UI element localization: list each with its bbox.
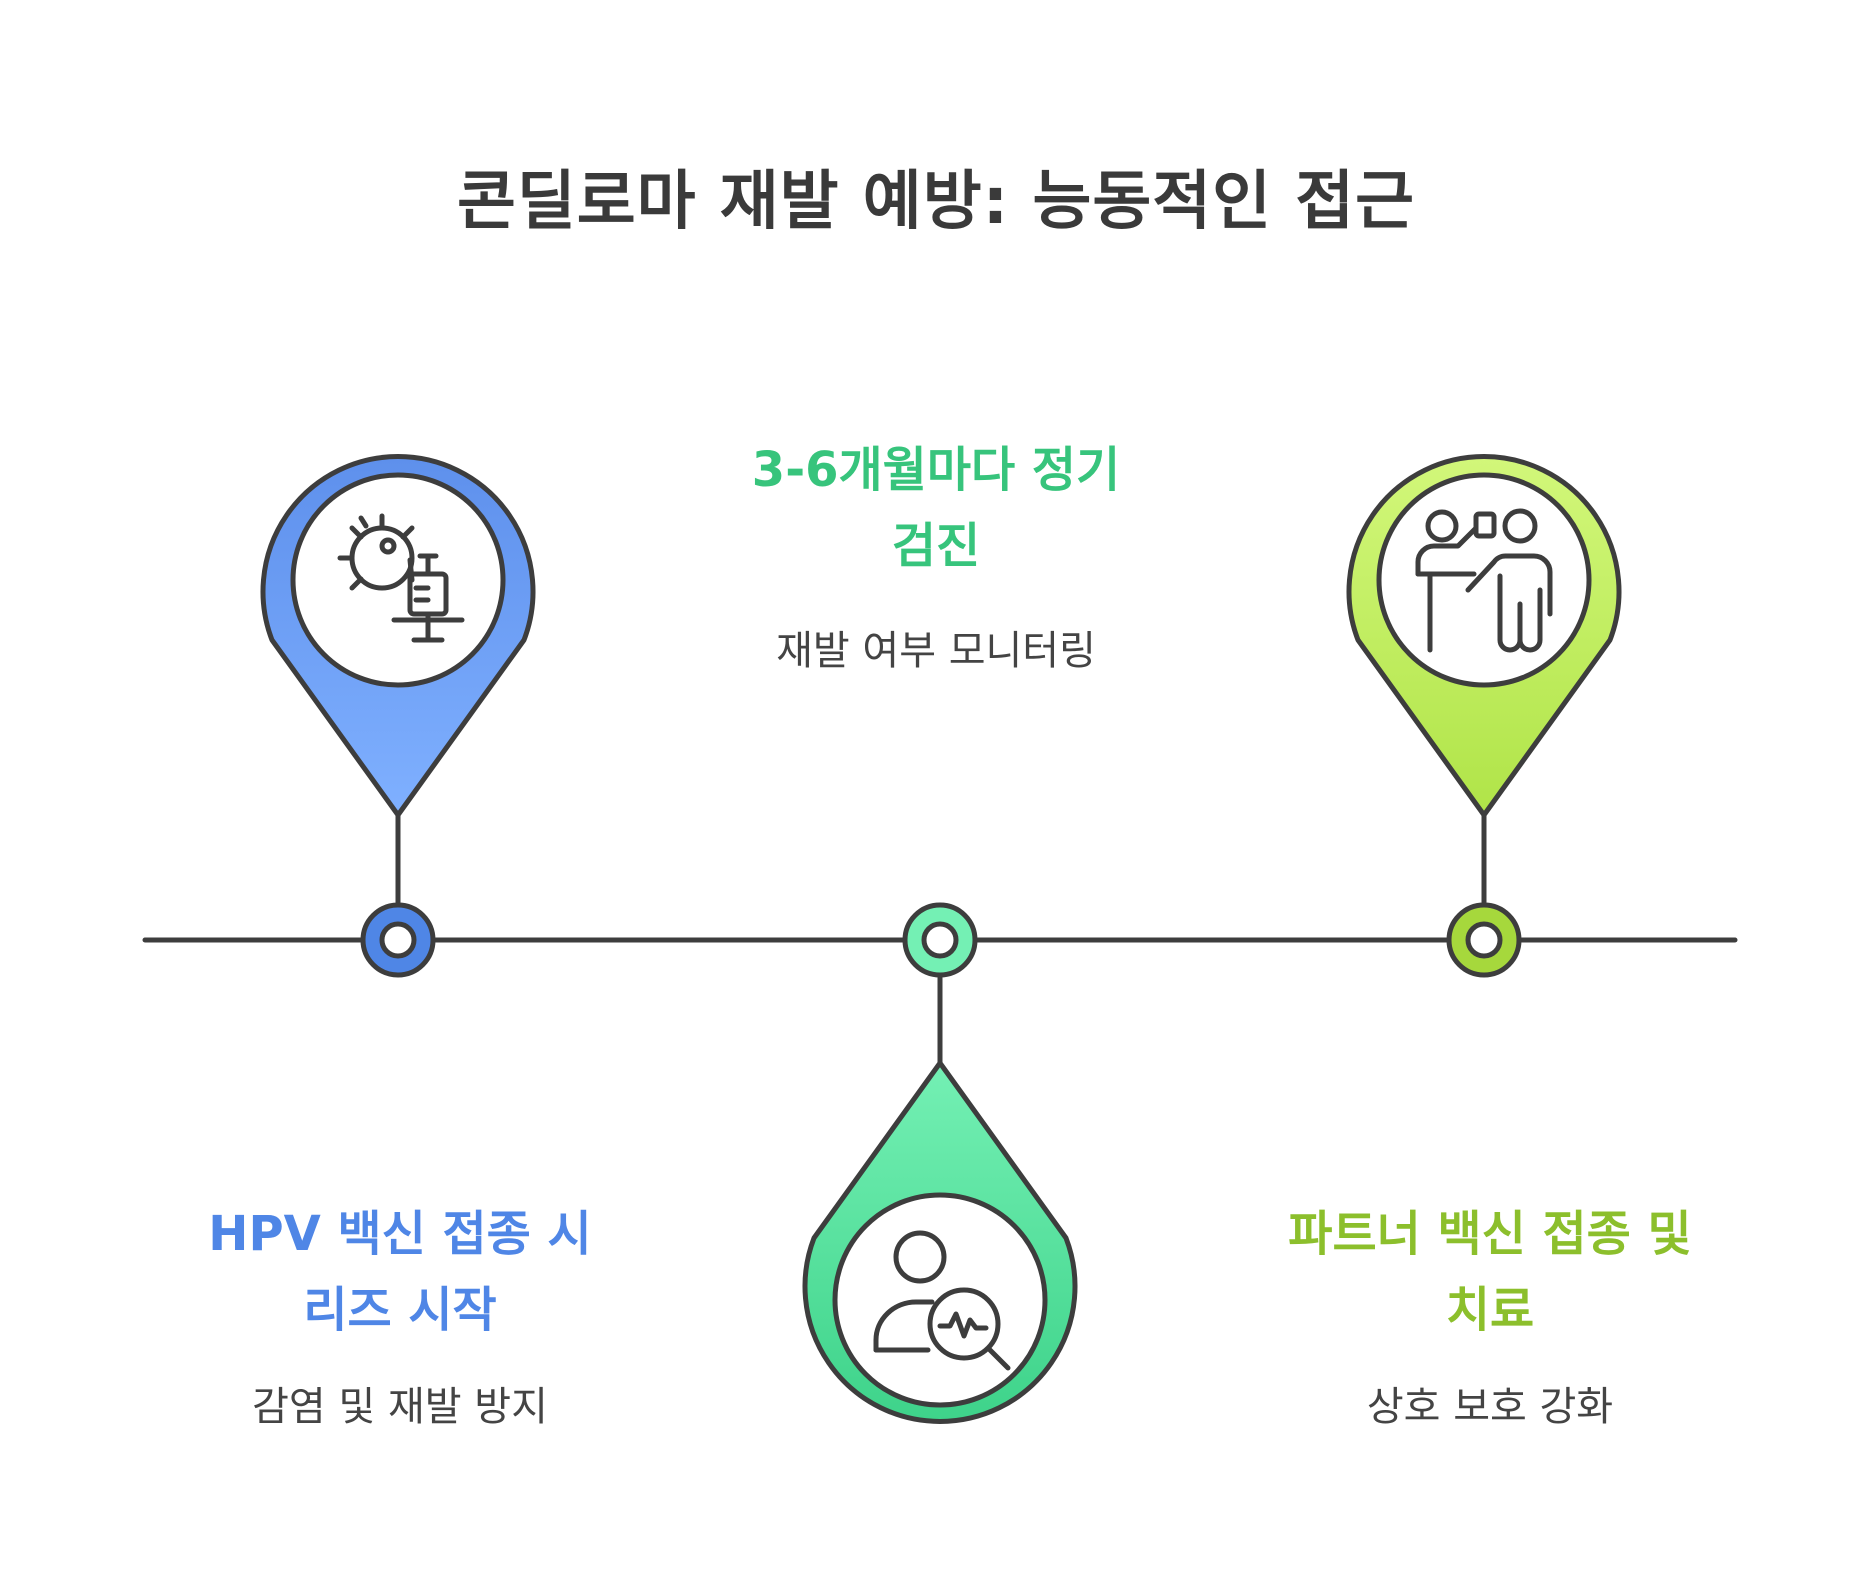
step1-heading: HPV 백신 접종 시 리즈 시작 (208, 1206, 592, 1338)
page-title: 콘딜로마 재발 예방: 능동적인 접근 (456, 165, 1416, 239)
patient-health-monitoring-icon (873, 1230, 1011, 1371)
timeline-node-step3 (1446, 902, 1522, 978)
timeline-node-step2 (902, 902, 978, 978)
step1-description: 감염 및 재발 방지 (252, 1384, 548, 1430)
virus-vaccine-syringe-icon (337, 513, 465, 643)
map-pin-step1 (260, 454, 536, 818)
step2-heading: 3-6개월마다 정기 검진 (751, 442, 1121, 574)
timeline-node-step1 (360, 902, 436, 978)
step3-heading: 파트너 백신 접종 및 치료 (1288, 1206, 1692, 1338)
step2-description: 재발 여부 모니터링 (776, 628, 1096, 674)
doctor-patient-consultation-icon (1415, 508, 1553, 653)
step3-description: 상호 보호 강화 (1366, 1384, 1614, 1430)
map-pin-step3 (1346, 454, 1622, 818)
